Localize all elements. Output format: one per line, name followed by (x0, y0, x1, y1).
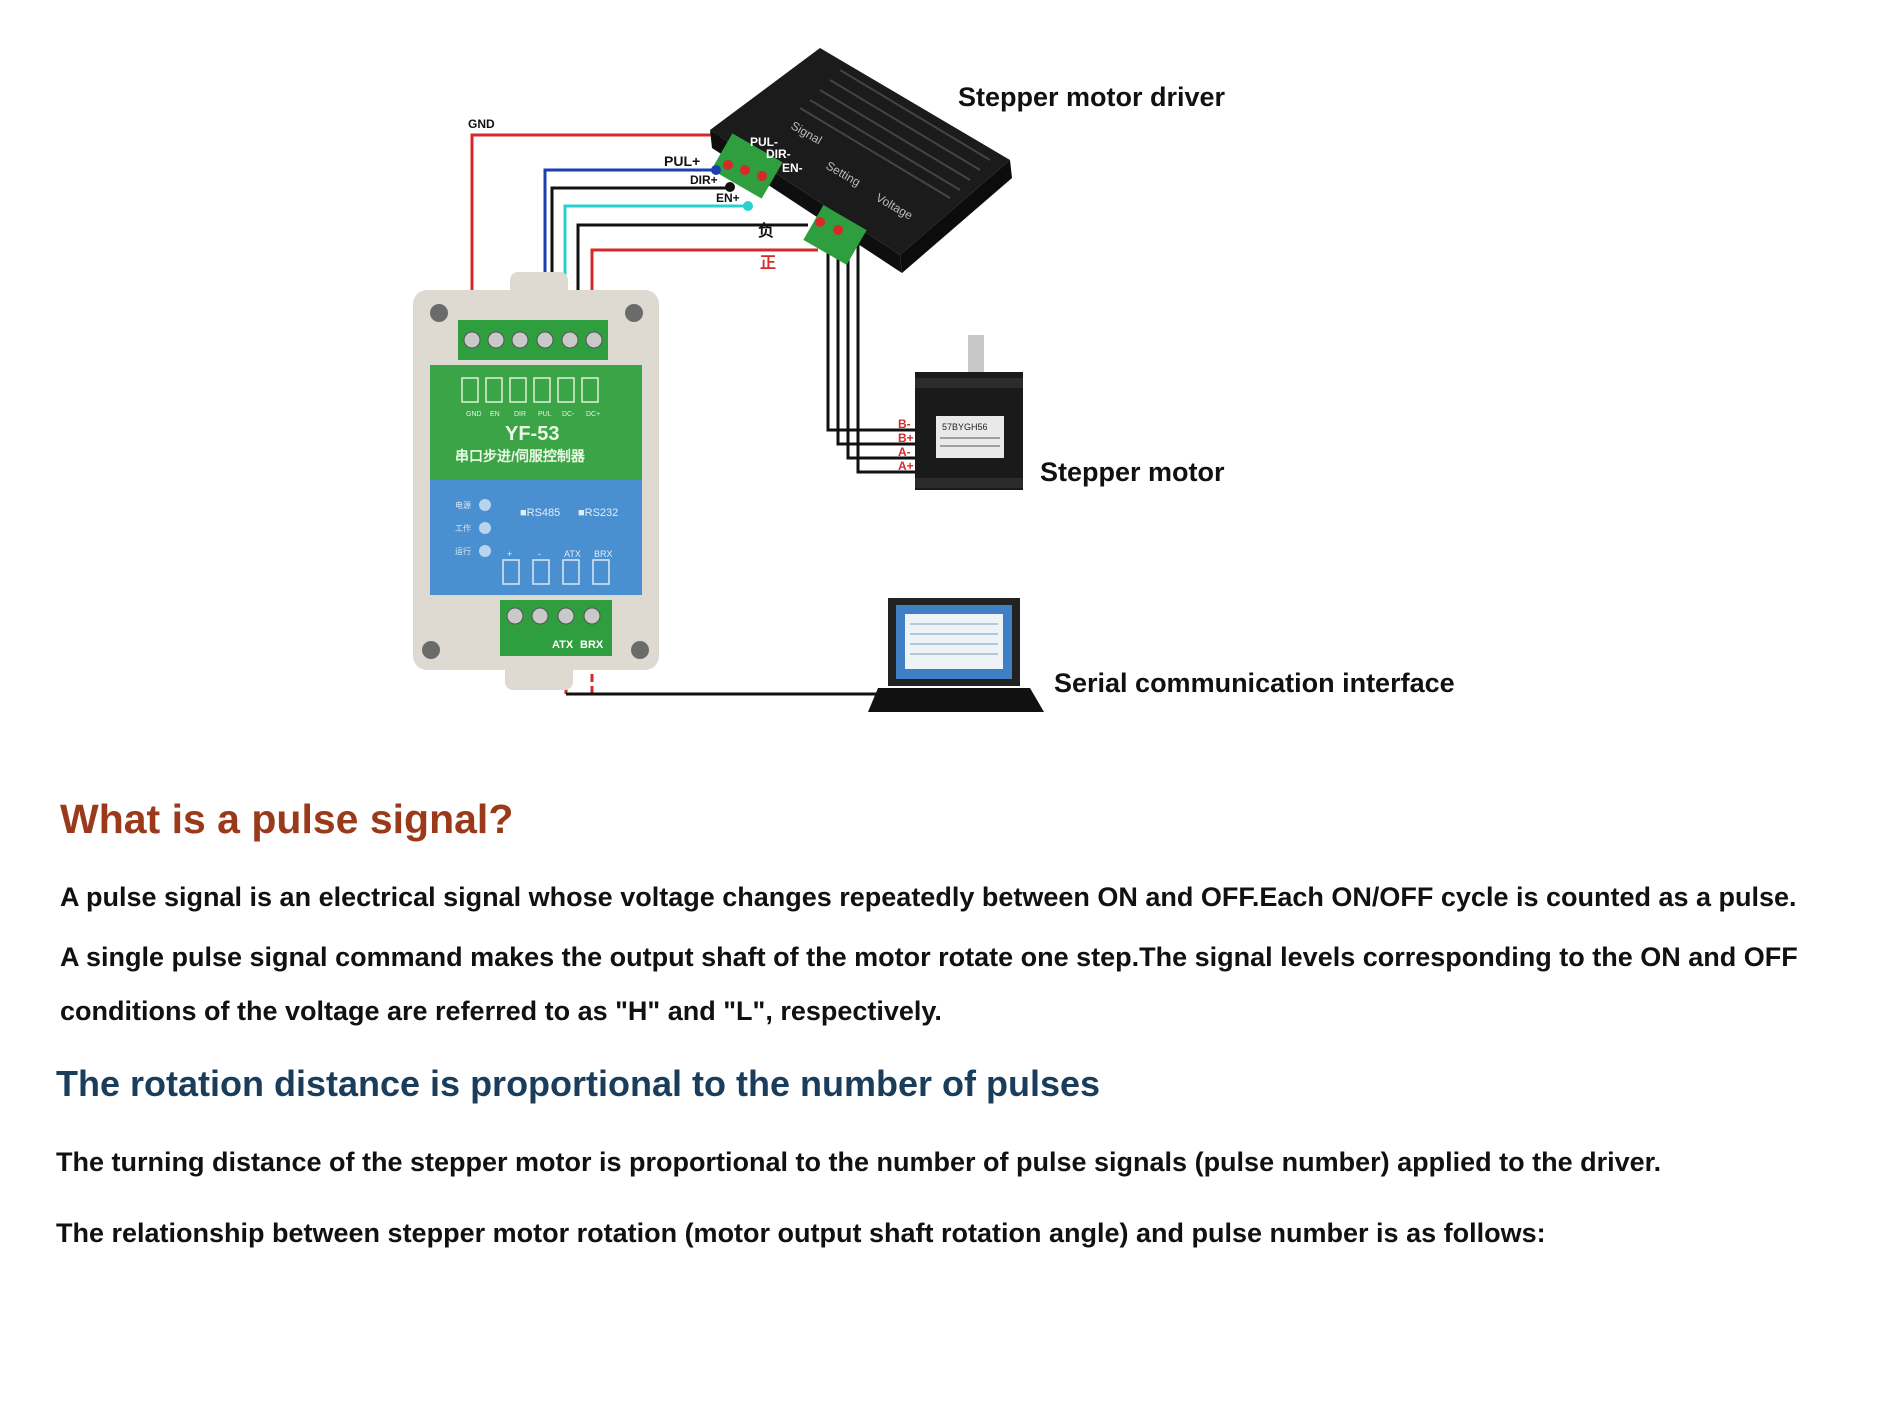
controller-subtitle: 串口步进/伺服控制器 (455, 448, 586, 464)
motor-label: Stepper motor (1040, 457, 1225, 487)
bottom-pin-4: BRX (594, 549, 613, 559)
bottom-pin-2: - (538, 549, 541, 559)
stepper-motor: 57BYGH56 (915, 335, 1023, 490)
led-power-label: 电源 (455, 500, 471, 510)
section2-paragraph-2: The relationship between stepper motor r… (56, 1218, 1546, 1248)
laptop (868, 598, 1044, 712)
neg-label: 负 (758, 221, 774, 240)
b-plus-label: B+ (898, 431, 914, 445)
stepper-driver: Signal Setting Voltage (710, 48, 1012, 273)
en-minus-label: EN- (782, 161, 803, 175)
dir-plus-label: DIR+ (690, 173, 718, 187)
rs485-label: ■RS485 (520, 507, 560, 519)
a-plus-label: A+ (898, 459, 914, 473)
led-run-label: 运行 (455, 546, 471, 556)
gnd-label: GND (468, 117, 495, 131)
pul-minus-label: PUL- (750, 135, 778, 149)
ctrl-pin-4: PUL (538, 411, 552, 418)
section1-paragraph-1: A pulse signal is an electrical signal w… (60, 882, 1797, 912)
rs232-label: ■RS232 (578, 507, 618, 519)
wire-labels: GND PUL+ DIR+ EN+ PUL- DIR- EN- 负 正 B- B… (468, 117, 914, 473)
ctrl-pin-5: DC- (562, 411, 575, 418)
controller-model: YF-53 (505, 423, 559, 445)
section2-paragraph-1: The turning distance of the stepper moto… (56, 1147, 1662, 1177)
ctrl-pin-3: DIR (514, 411, 526, 418)
led-work-label: 工作 (455, 523, 471, 533)
motor-wire-b-plus (836, 240, 915, 446)
section2-heading: The rotation distance is proportional to… (56, 1063, 1101, 1104)
brx-label: BRX (580, 639, 604, 651)
serial-label: Serial communication interface (1054, 668, 1455, 698)
driver-label: Stepper motor driver (958, 82, 1226, 112)
motor-plate: 57BYGH56 (942, 422, 988, 432)
section1-heading: What is a pulse signal? (60, 796, 514, 842)
ctrl-pin-2: EN (490, 411, 500, 418)
section1-paragraph-2: A single pulse signal command makes the … (60, 942, 1798, 1026)
en-plus-label: EN+ (716, 191, 740, 205)
ctrl-pin-6: DC+ (586, 411, 600, 418)
a-minus-label: A- (898, 445, 911, 459)
yf53-controller: GND EN DIR PUL DC- DC+ YF-53 串口步进/伺服控制器 … (413, 272, 659, 690)
b-minus-label: B- (898, 417, 911, 431)
motor-wire-a-plus (856, 240, 915, 474)
wiring-diagram: Signal Setting Voltage GND PUL+ DIR+ EN+… (413, 48, 1455, 712)
pul-plus-label: PUL+ (664, 153, 700, 169)
pos-label: 正 (760, 255, 776, 272)
motor-wire-b-minus (826, 240, 915, 432)
dir-minus-label: DIR- (766, 147, 791, 161)
motor-wire-a-minus (846, 240, 915, 460)
atx-label: ATX (552, 639, 574, 651)
bottom-pin-1: + (507, 549, 512, 559)
bottom-pin-3: ATX (564, 549, 581, 559)
ctrl-pin-1: GND (466, 411, 482, 418)
